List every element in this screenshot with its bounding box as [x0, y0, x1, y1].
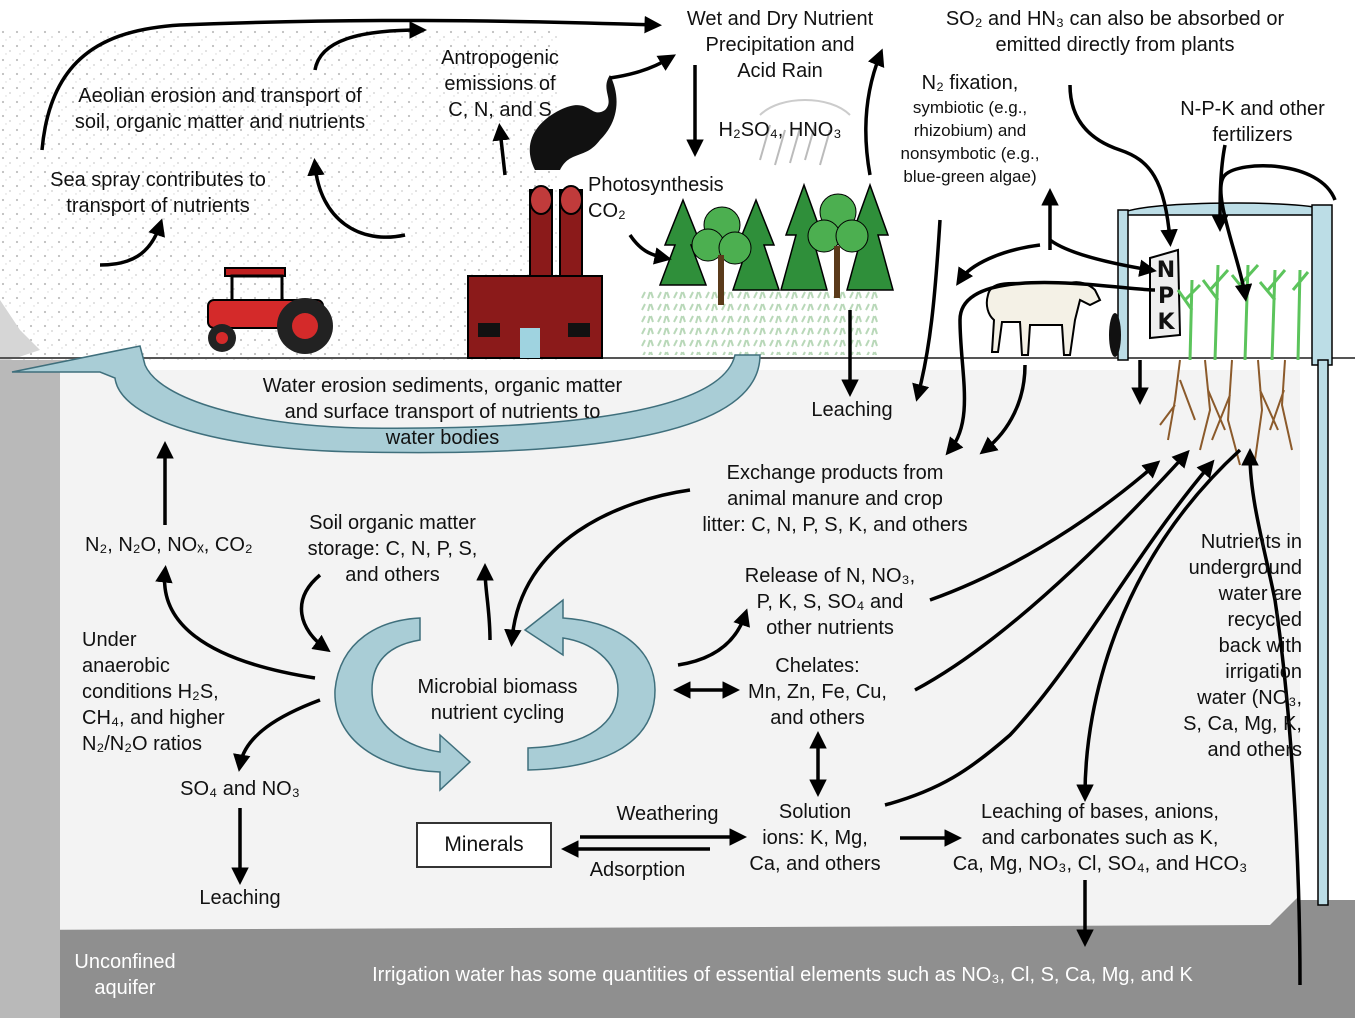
label-leaching-left: Leaching: [199, 887, 281, 909]
npk-letter-p: P: [1157, 284, 1175, 309]
crops: [1176, 263, 1310, 361]
arrow-photosynthesis: [628, 234, 672, 265]
label-weathering: Weathering: [616, 803, 719, 825]
arrow-cow-manure: [979, 364, 1027, 455]
arrow-aquifer-up: [1241, 448, 1302, 986]
arrow-solution-root: [884, 459, 1215, 807]
arrow-nfix-to-cow: [956, 243, 1041, 286]
arrow-crop-to-exchange: [945, 280, 1156, 456]
arrow-nfix-to-crop: [1048, 238, 1157, 277]
arrow-chelates-root: [914, 449, 1190, 692]
label-gases: N₂, N₂O, NOₓ, CO₂: [85, 534, 253, 556]
arrow-aeolian-to-precip: [40, 15, 662, 151]
arrow-microbial-to-release: [677, 608, 750, 667]
irrigation-system: [1109, 202, 1333, 906]
label-so4-no3: SO₄ and NO₃: [180, 778, 300, 800]
arrow-sprinkler-top: [1219, 164, 1337, 302]
arrow-so2-up: [1068, 84, 1178, 247]
arrow-forest-leach: [912, 219, 942, 402]
label-adsorption: Adsorption: [589, 859, 686, 881]
arrow-soilorg-to-microbial: [299, 573, 331, 653]
label-irrigation-water: Irrigation water has some quantities of …: [372, 964, 1193, 986]
arrow-release-to-root: [929, 460, 1161, 602]
arrow-microbial-to-soilorg: [476, 563, 494, 641]
microbial-cycle-arrow-left: [334, 617, 472, 792]
flow-arrows: [40, 15, 1337, 986]
arrow-microbial-to-so4: [233, 698, 321, 772]
minerals-box: Minerals: [416, 822, 552, 868]
arrow-factory-emission: [492, 123, 510, 176]
npk-letter-n: N: [1156, 258, 1176, 283]
arrow-sea-spray: [99, 218, 165, 267]
arrow-microbial-to-gases: [155, 565, 316, 680]
label-chelates: Chelates:Mn, Zn, Fe, Cu,and others: [748, 655, 887, 729]
arrow-dust-to-aeolian: [307, 158, 406, 239]
label-leaching-bases: Leaching of bases, anions,and carbonates…: [952, 801, 1248, 875]
arrow-emission-to-precip: [609, 54, 677, 80]
tractor: [207, 267, 333, 354]
water-erosion-arrow: [11, 345, 761, 454]
crop-roots: [1159, 359, 1293, 466]
label-acids: H₂SO₄, HNO₃: [718, 119, 842, 141]
npk-letter-k: K: [1157, 310, 1175, 335]
arrow-aeolian-up: [313, 21, 427, 71]
label-leaching-top: Leaching: [811, 399, 893, 421]
forest-right: [780, 182, 894, 298]
soil-body: [40, 370, 1300, 930]
unconfined-aquifer: [0, 890, 1355, 1018]
factory: [467, 75, 617, 359]
npk-fertilizer-bag: [1149, 248, 1182, 340]
arrow-exchange-to-microbial: [504, 488, 691, 647]
arrow-plants-up: [864, 48, 885, 176]
rain-cloud: [759, 99, 851, 166]
arrow-root-to-leachbases: [1076, 448, 1242, 802]
microbial-cycle-arrow-right: [523, 598, 656, 771]
label-n-fixation: N₂ fixation, symbiotic (e.g., rhizobium)…: [900, 72, 1040, 186]
